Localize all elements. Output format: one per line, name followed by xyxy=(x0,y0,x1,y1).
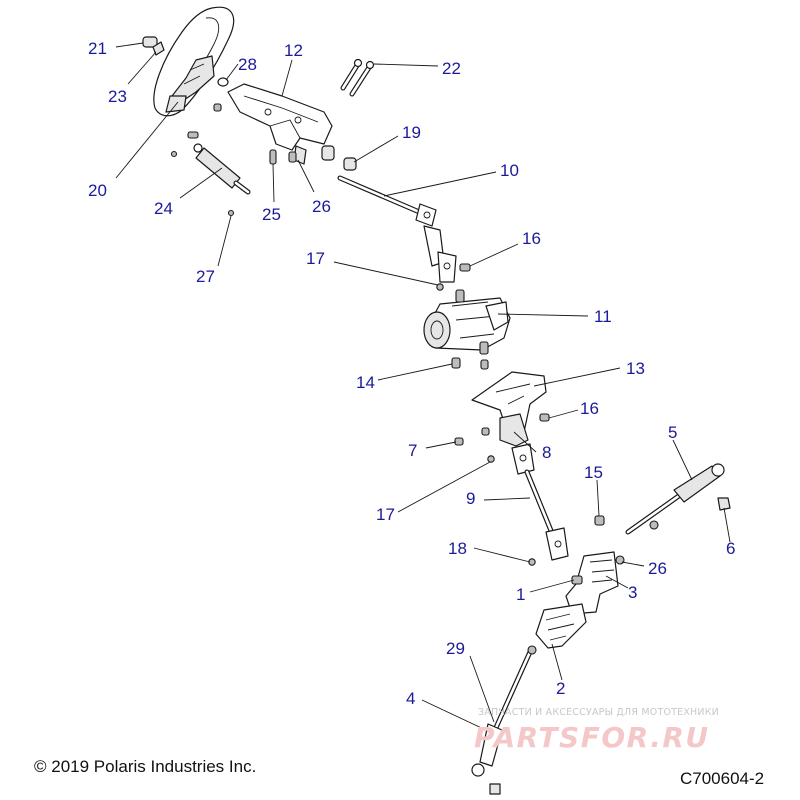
callout-7: 7 xyxy=(408,441,417,460)
callout-28: 28 xyxy=(238,55,257,74)
steering-mount-bracket xyxy=(227,83,335,165)
leader-lines xyxy=(115,42,731,733)
callout-17: 17 xyxy=(376,505,395,524)
callout-24: 24 xyxy=(154,199,173,218)
callout-16: 16 xyxy=(580,399,599,418)
callout-29: 29 xyxy=(446,639,465,658)
callout-18: 18 xyxy=(448,539,467,558)
drawing-number: C700604-2 xyxy=(680,769,765,788)
callout-23: 23 xyxy=(108,87,127,106)
callout-27: 27 xyxy=(196,267,215,286)
copyright-notice: © 2019 Polaris Industries Inc. xyxy=(34,757,257,776)
callout-10: 10 xyxy=(500,161,519,180)
callout-14: 14 xyxy=(356,373,375,392)
washer xyxy=(213,77,229,112)
callout-17: 17 xyxy=(306,249,325,268)
callout-12: 12 xyxy=(284,41,303,60)
tie-rod-right xyxy=(594,463,725,535)
callout-19: 19 xyxy=(402,123,421,142)
callout-5: 5 xyxy=(668,423,677,442)
steering-rack xyxy=(535,551,625,649)
intermediate-steering-shaft xyxy=(511,443,569,561)
callout-labels: 21 23 20 28 12 22 19 10 24 25 26 16 17 2… xyxy=(88,39,735,708)
callout-15: 15 xyxy=(584,463,603,482)
callout-13: 13 xyxy=(626,359,645,378)
horn-cap xyxy=(142,36,165,56)
callout-20: 20 xyxy=(88,181,107,200)
upper-steering-shaft xyxy=(337,175,457,283)
callout-1: 1 xyxy=(516,585,525,604)
tilt-gas-strut xyxy=(170,131,297,217)
callout-9: 9 xyxy=(466,489,475,508)
callout-6: 6 xyxy=(726,539,735,558)
callout-2: 2 xyxy=(556,679,565,698)
nut xyxy=(436,283,444,291)
callout-11: 11 xyxy=(594,307,612,326)
callout-8: 8 xyxy=(542,443,551,462)
steering-wheel xyxy=(153,6,235,117)
callout-22: 22 xyxy=(442,59,461,78)
callout-3: 3 xyxy=(628,583,637,602)
callout-26: 26 xyxy=(648,559,667,578)
tie-rod-left xyxy=(471,645,537,795)
callout-26: 26 xyxy=(312,197,331,216)
power-steering-unit xyxy=(423,289,511,355)
long-bolts xyxy=(340,58,375,97)
callout-16: 16 xyxy=(522,229,541,248)
watermark-logo: PARTSFOR.RU xyxy=(474,721,710,754)
callout-25: 25 xyxy=(262,205,281,224)
watermark-caption: ЗАПЧАСТИ И АКСЕССУАРЫ ДЛЯ МОТОТЕХНИКИ xyxy=(478,707,719,718)
callout-21: 21 xyxy=(88,39,107,58)
svg-text:PARTSFOR.RU: PARTSFOR.RU xyxy=(474,721,710,754)
bolt xyxy=(451,357,489,370)
bushing xyxy=(343,157,357,171)
bolt xyxy=(459,263,471,272)
fasteners xyxy=(454,413,550,463)
callout-4: 4 xyxy=(406,689,415,708)
tie-rod-nut xyxy=(717,497,731,511)
